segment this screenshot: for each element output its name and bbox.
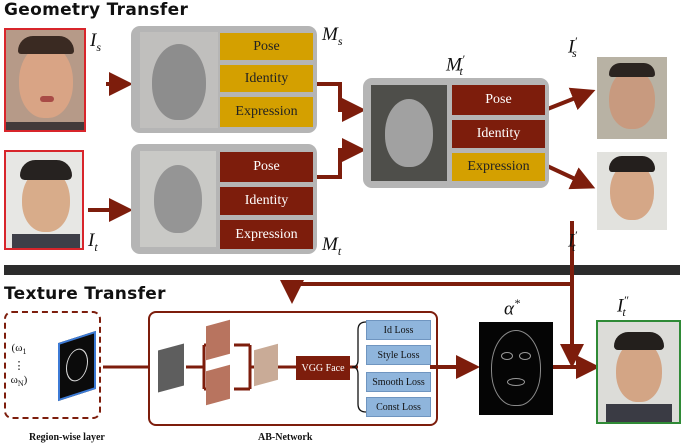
- source-mesh-thumbnail: [140, 32, 218, 128]
- label-m-t-prime: M′t: [446, 52, 465, 79]
- arrow-ms-to-mtprime: [314, 82, 366, 122]
- id-loss: Id Loss: [366, 320, 431, 340]
- texture-transfer-title: Texture Transfer: [4, 284, 166, 304]
- merged-params-panel: Pose Identity Expression: [363, 78, 549, 188]
- target-expression-attr: Expression: [220, 220, 313, 249]
- feature-map-1: [206, 319, 230, 361]
- label-alpha-star: α*: [504, 296, 520, 320]
- merged-pose-attr: Pose: [452, 85, 545, 115]
- target-identity-attr: Identity: [220, 187, 313, 215]
- ab-network-label: AB-Network: [258, 432, 313, 443]
- target-pose-attr: Pose: [220, 152, 313, 182]
- output-target-image: [597, 152, 667, 230]
- merged-expression-attr: Expression: [452, 153, 545, 181]
- label-i-s-prime: I′s: [568, 34, 577, 61]
- smooth-loss: Smooth Loss: [366, 372, 431, 392]
- style-loss: Style Loss: [366, 345, 431, 365]
- final-output-image: [596, 320, 681, 424]
- region-wise-layer-label: Region-wise layer: [29, 432, 105, 443]
- label-i-s: Is: [90, 30, 101, 54]
- omega-vector: (ω1 ⋮ ωN): [10, 342, 28, 389]
- section-divider: [4, 265, 680, 275]
- region-wise-layer-box: (ω1 ⋮ ωN): [4, 311, 101, 419]
- arrow-to-is-prime: [544, 87, 596, 112]
- geometry-transfer-title: Geometry Transfer: [4, 0, 189, 20]
- region-mask-thumbnail: [58, 330, 96, 402]
- label-m-s: Ms: [322, 24, 343, 48]
- arrow-to-it-prime: [544, 163, 596, 190]
- label-i-t: It: [88, 230, 98, 254]
- source-params-panel: Pose Identity Expression: [131, 26, 317, 133]
- label-m-t: Mt: [322, 234, 342, 258]
- vgg-face-block: VGG Face: [296, 356, 350, 380]
- source-image: [4, 28, 86, 132]
- merged-mesh-thumbnail: [371, 85, 447, 181]
- input-feature-map: [158, 343, 184, 393]
- source-identity-attr: Identity: [220, 65, 313, 92]
- source-pose-attr: Pose: [220, 33, 313, 60]
- target-mesh-thumbnail: [140, 151, 216, 247]
- output-source-image: [597, 57, 667, 139]
- ab-network-box: VGG Face Id Loss Style Loss Smooth Loss …: [148, 311, 438, 426]
- label-i-t-prime: I′t: [568, 228, 577, 255]
- feature-map-2: [206, 364, 230, 406]
- source-expression-attr: Expression: [220, 97, 313, 127]
- label-i-t-dprime: I″t: [617, 293, 629, 320]
- feature-map-3: [254, 343, 278, 387]
- merged-identity-attr: Identity: [452, 120, 545, 148]
- target-image: [4, 150, 84, 250]
- alpha-map-image: [479, 322, 553, 415]
- target-params-panel: Pose Identity Expression: [131, 144, 317, 254]
- arrow-to-texture: [280, 221, 574, 304]
- const-loss: Const Loss: [366, 397, 431, 417]
- arrow-mt-to-mtprime: [314, 138, 366, 179]
